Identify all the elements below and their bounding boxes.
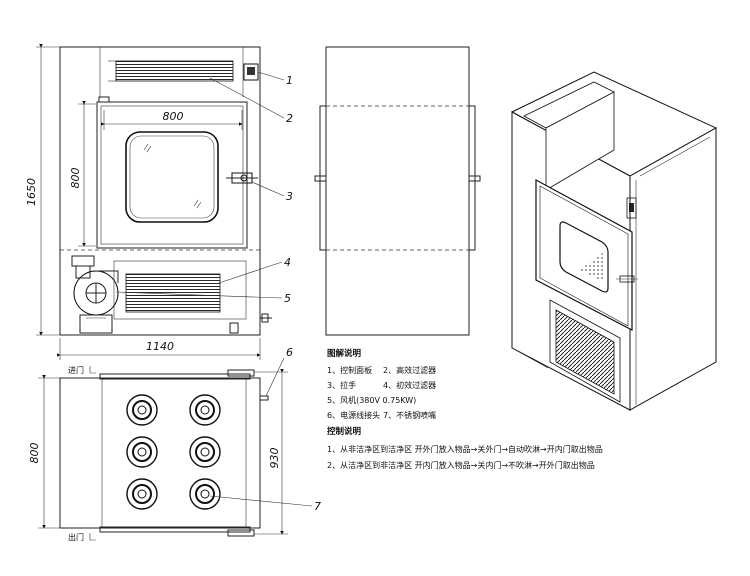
fan-assembly bbox=[71, 255, 119, 334]
callout-3: 3 bbox=[286, 190, 293, 203]
top-view: 进门 出门 800 930 6 7 bbox=[28, 346, 321, 542]
dim-total-width: 1140 bbox=[146, 340, 174, 353]
iso-window bbox=[559, 221, 609, 293]
legend-item: 5、风机(380V 0.75KW) bbox=[327, 395, 416, 405]
callout-5: 5 bbox=[284, 292, 291, 305]
side-view bbox=[314, 46, 481, 336]
legend-item: 4、初效过滤器 bbox=[383, 380, 436, 390]
nozzle bbox=[126, 394, 158, 426]
nozzle bbox=[189, 478, 221, 510]
control-step: 2、从洁净区到非洁净区 开内门放入物品→关内门→不吹淋→开外门取出物品 bbox=[327, 460, 595, 470]
callout-2: 2 bbox=[286, 112, 293, 125]
isometric-view bbox=[510, 71, 718, 411]
front-view: 800 800 1650 1140 1 2 3 4 5 bbox=[25, 44, 293, 360]
dim-depth-outer: 930 bbox=[268, 448, 281, 469]
callout-1: 1 bbox=[286, 74, 293, 87]
legend-item: 6、电源线接头 bbox=[327, 410, 380, 420]
nozzle-array bbox=[126, 394, 221, 510]
legend-item: 7、不锈钢喷嘴 bbox=[383, 410, 436, 420]
legend-title: 图解说明 bbox=[327, 348, 362, 359]
nozzle bbox=[189, 394, 221, 426]
nozzle bbox=[126, 436, 158, 468]
nozzle bbox=[189, 436, 221, 468]
dim-window-width: 800 bbox=[163, 110, 184, 123]
control-step: 1、从非洁净区到洁净区 开外门放入物品→关外门→自动吹淋→开内门取出物品 bbox=[327, 444, 603, 454]
door-window bbox=[125, 131, 219, 223]
nozzle bbox=[126, 478, 158, 510]
legend-item: 1、控制面板 bbox=[327, 365, 372, 375]
hepa-filter-grille bbox=[115, 60, 234, 82]
dim-depth: 800 bbox=[28, 443, 41, 464]
entry-door-label: 进门 bbox=[68, 365, 84, 375]
legend: 图解说明 1、控制面板 2、高效过滤器 3、拉手 4、初效过滤器 5、风机(38… bbox=[327, 348, 603, 470]
callout-7: 7 bbox=[314, 500, 321, 513]
legend-item: 3、拉手 bbox=[327, 380, 356, 390]
exit-door-label: 出门 bbox=[68, 532, 84, 542]
callout-6: 6 bbox=[286, 346, 293, 359]
control-title: 控制说明 bbox=[327, 426, 362, 437]
callout-4: 4 bbox=[284, 256, 291, 269]
dim-window-height: 800 bbox=[69, 168, 82, 189]
dim-total-height: 1650 bbox=[25, 178, 38, 206]
legend-item: 2、高效过滤器 bbox=[383, 365, 436, 375]
